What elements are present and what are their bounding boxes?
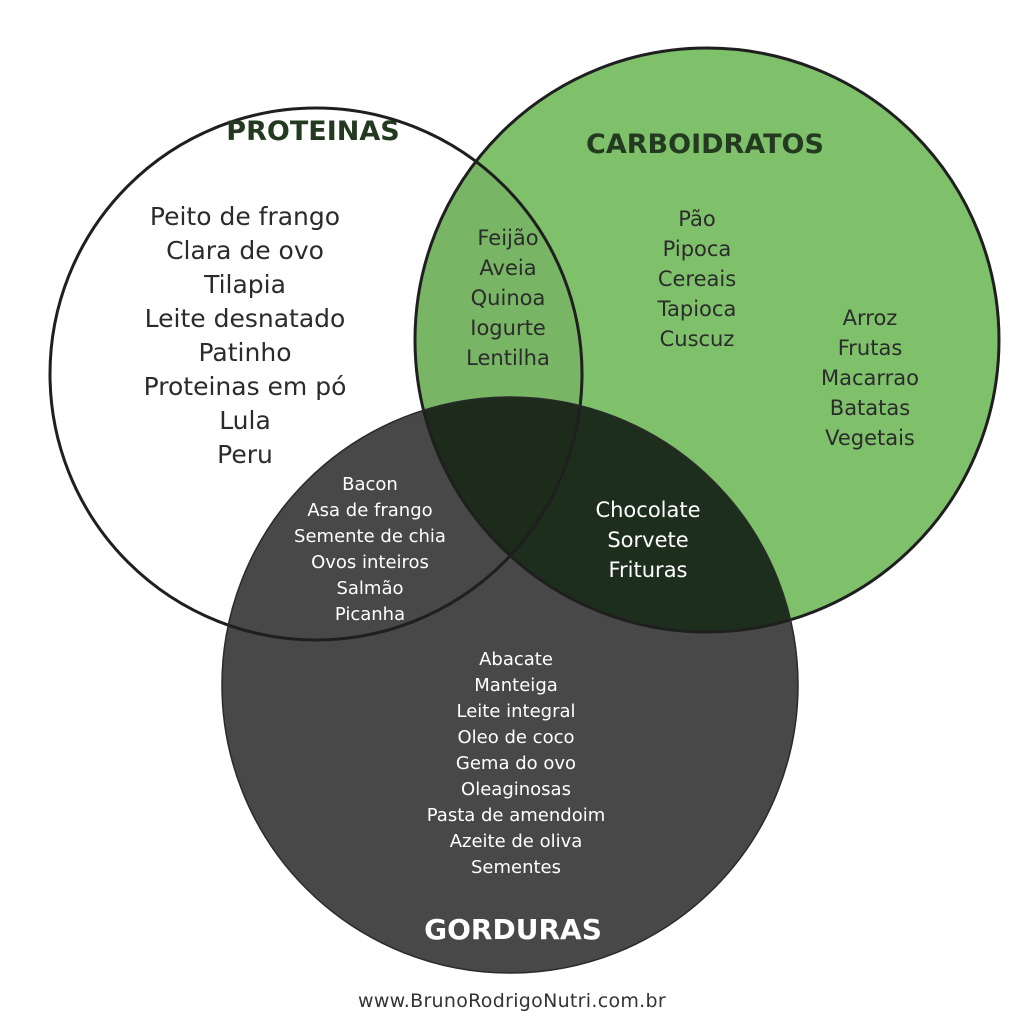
list-item: Leite desnatado bbox=[144, 304, 346, 333]
list-item: Manteiga bbox=[474, 675, 558, 696]
list-item: Ovos inteiros bbox=[311, 552, 429, 573]
list-item: Proteinas em pó bbox=[143, 372, 347, 401]
list-item: Clara de ovo bbox=[166, 236, 324, 265]
list-item: Frutas bbox=[837, 336, 903, 360]
list-item: Cuscuz bbox=[659, 327, 735, 351]
list-item: Tilapia bbox=[204, 270, 286, 299]
list-item: Asa de frango bbox=[307, 500, 433, 521]
proteinas-only-list: Peito de frango Clara de ovo Tilapia Lei… bbox=[144, 200, 347, 472]
list-item: Lentilha bbox=[466, 346, 550, 370]
list-item: Macarrao bbox=[820, 366, 920, 390]
list-item: Bacon bbox=[342, 474, 398, 495]
list-item: Abacate bbox=[479, 649, 553, 670]
gorduras-only-list: Abacate Manteiga Leite integral Oleo de … bbox=[427, 647, 606, 881]
list-item: Peito de frango bbox=[149, 202, 341, 231]
list-item: Azeite de oliva bbox=[449, 831, 583, 852]
gorduras-outline bbox=[221, 396, 799, 974]
list-item: Picanha bbox=[334, 604, 406, 625]
list-item: Pipoca bbox=[662, 237, 732, 261]
proteinas-gorduras-list: Bacon Asa de frango Semente de chia Ovos… bbox=[294, 472, 446, 628]
list-item: Quinoa bbox=[470, 286, 546, 310]
list-item: Batatas bbox=[829, 396, 911, 420]
proteinas-title: PROTEINAS bbox=[226, 116, 400, 147]
list-item: Sorvete bbox=[607, 528, 689, 552]
carboidratos-gorduras-list: Chocolate Sorvete Frituras bbox=[595, 495, 700, 585]
list-item: Sementes bbox=[470, 857, 562, 878]
carboidratos-title: CARBOIDRATOS bbox=[586, 129, 824, 160]
list-item: Feijão bbox=[477, 226, 539, 250]
list-item: Lula bbox=[219, 406, 271, 435]
list-item: Iogurte bbox=[470, 316, 546, 340]
list-item: Gema do ovo bbox=[455, 753, 577, 774]
carboidratos-outline bbox=[413, 46, 1001, 634]
proteinas-carboidratos-list: Feijão Aveia Quinoa Iogurte Lentilha bbox=[466, 223, 550, 373]
list-item: Frituras bbox=[608, 558, 688, 582]
list-item: Chocolate bbox=[595, 498, 701, 522]
list-item: Arroz bbox=[842, 306, 898, 330]
list-item: Salmão bbox=[336, 578, 404, 599]
list-item: Patinho bbox=[198, 338, 292, 367]
carboidratos-only-list-a: Pão Pipoca Cereais Tapioca Cuscuz bbox=[658, 204, 737, 354]
list-item: Oleaginosas bbox=[461, 779, 571, 800]
list-item: Tapioca bbox=[657, 297, 737, 321]
list-item: Vegetais bbox=[825, 426, 915, 450]
list-item: Leite integral bbox=[456, 701, 576, 722]
proteinas-circle bbox=[48, 106, 584, 642]
list-item: Cereais bbox=[657, 267, 737, 291]
gorduras-title: GORDURAS bbox=[424, 913, 602, 946]
carboidratos-only-list-b: Arroz Frutas Macarrao Batatas Vegetais bbox=[821, 303, 919, 453]
website-footer: www.BrunoRodrigoNutri.com.br bbox=[357, 990, 667, 1012]
list-item: Oleo de coco bbox=[457, 727, 575, 748]
carb-gord-overlap bbox=[415, 397, 798, 632]
list-item: Pão bbox=[678, 207, 716, 231]
list-item: Peru bbox=[217, 440, 273, 469]
list-item: Aveia bbox=[479, 256, 537, 280]
list-item: Pasta de amendoim bbox=[426, 805, 606, 826]
list-item: Semente de chia bbox=[294, 526, 446, 547]
